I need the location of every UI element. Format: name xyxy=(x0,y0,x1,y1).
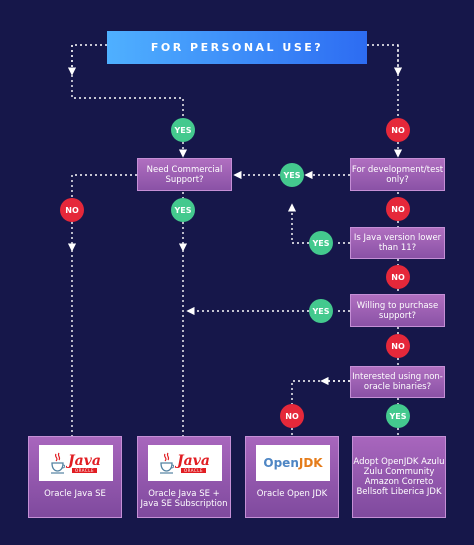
java-cup-icon xyxy=(160,452,175,474)
badge-no-commercial: NO xyxy=(60,198,84,222)
outcome-label: Oracle Open JDK xyxy=(256,489,328,499)
java-logo: Java ORACLE xyxy=(39,445,113,481)
outcome-alternative-jdks: Adopt OpenJDK Azulu Zulu Community Amazo… xyxy=(352,436,446,518)
title-personal-use: FOR PERSONAL USE? xyxy=(107,31,367,64)
badge-no-top: NO xyxy=(386,118,410,142)
connector-title-left xyxy=(71,44,184,118)
oracle-logo-text: ORACLE xyxy=(181,467,206,473)
badge-no-purchase: NO xyxy=(386,334,410,358)
badge-yes-devtest: YES xyxy=(280,163,304,187)
openjdk-logo: OpenJDK xyxy=(256,445,330,481)
outcome-alt-line4: Bellsoft Liberica JDK xyxy=(356,487,442,497)
question-dev-test: For development/test only? xyxy=(350,158,445,191)
outcome-label-line2: Java SE Subscription xyxy=(140,499,228,509)
connector-yes-up xyxy=(287,203,309,244)
connector-commercial-no xyxy=(71,174,137,198)
openjdk-logo-open: Open xyxy=(263,456,299,470)
badge-no-version: NO xyxy=(386,265,410,289)
badge-yes-version: YES xyxy=(309,231,333,255)
outcome-label-line1: Oracle Java SE + xyxy=(148,489,220,499)
connector-nonoracle-left xyxy=(291,380,350,404)
java-logo: Java ORACLE xyxy=(148,445,222,481)
openjdk-logo-jdk: JDK xyxy=(298,456,323,470)
connector-title-right xyxy=(367,44,399,118)
badge-yes-nonoracle: YES xyxy=(386,404,410,428)
outcome-oracle-java-se: Java ORACLE Oracle Java SE xyxy=(28,436,122,518)
badge-no-devtest: NO xyxy=(386,197,410,221)
question-purchase-support: Willing to purchase support? xyxy=(350,294,445,327)
question-commercial-support: Need Commercial Support? xyxy=(137,158,232,191)
java-logo-text: Java xyxy=(177,452,210,469)
outcome-alt-line2: Zulu Community xyxy=(363,467,435,477)
outcome-oracle-open-jdk: OpenJDK Oracle Open JDK xyxy=(245,436,339,518)
outcome-label: Oracle Java SE xyxy=(44,489,106,499)
outcome-alt-line3: Amazon Correto xyxy=(364,477,434,487)
question-non-oracle: Interested using non-oracle binaries? xyxy=(350,366,445,398)
java-cup-icon xyxy=(51,452,66,474)
badge-yes-purchase: YES xyxy=(309,299,333,323)
question-java-version: Is Java version lower than 11? xyxy=(350,227,445,259)
oracle-logo-text: ORACLE xyxy=(72,467,97,473)
outcome-alt-line1: Adopt OpenJDK Azulu xyxy=(353,457,445,467)
outcome-oracle-java-se-subscription: Java ORACLE Oracle Java SE + Java SE Sub… xyxy=(137,436,231,518)
badge-yes-commercial: YES xyxy=(171,198,195,222)
badge-no-nonoracle: NO xyxy=(280,404,304,428)
java-logo-text: Java xyxy=(68,452,101,469)
badge-yes-top: YES xyxy=(171,118,195,142)
